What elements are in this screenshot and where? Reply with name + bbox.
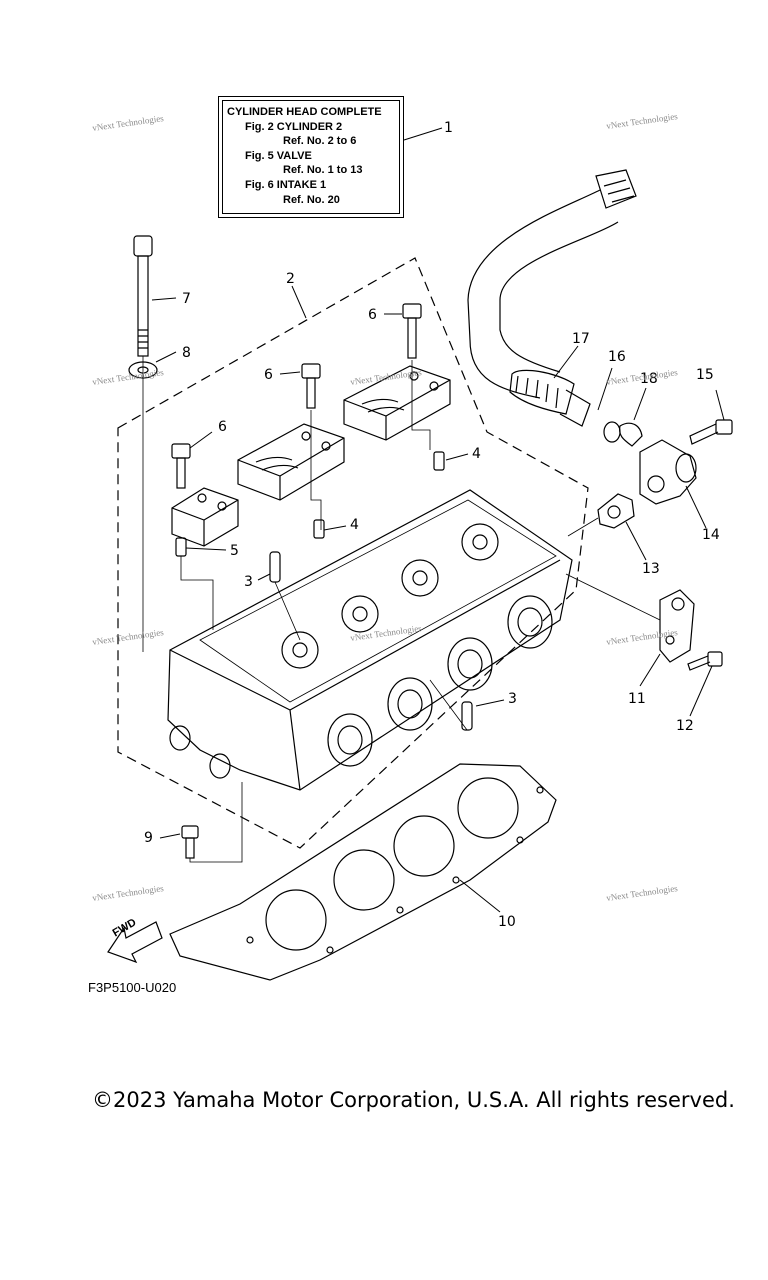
camshaft-cap-c [171, 487, 239, 547]
part-5-dowel [175, 537, 187, 557]
part-6-bolt-b [301, 363, 322, 530]
part-14-housing [639, 439, 697, 505]
part-9-bolt [181, 782, 243, 863]
part-18-clip [619, 422, 643, 447]
part-6-bolt-a [402, 303, 431, 450]
part-15-bolt [689, 419, 733, 445]
callout-11: 11 [628, 691, 646, 707]
part-8-washer [128, 361, 158, 379]
callout-13: 13 [642, 561, 660, 577]
callout-12: 12 [676, 718, 694, 734]
reference-fig-5: Fig. 5 VALVE [245, 149, 312, 162]
callout-9: 9 [144, 830, 153, 846]
part-13-sensor [567, 493, 635, 537]
callout-6c: 6 [218, 419, 227, 435]
callout-6a: 6 [368, 307, 377, 323]
callout-7: 7 [182, 291, 191, 307]
callout-5: 5 [230, 543, 239, 559]
reference-box-title: CYLINDER HEAD COMPLETE [227, 106, 382, 118]
part-3-pin-a [269, 551, 281, 583]
callout-17: 17 [572, 331, 590, 347]
reference-ref-5: Ref. No. 1 to 13 [283, 164, 363, 177]
fwd-arrow [107, 921, 163, 964]
part-17-hose [467, 169, 637, 427]
reference-fig-2: Fig. 2 CYLINDER 2 [245, 120, 343, 133]
callout-1: 1 [444, 120, 453, 136]
callout-18: 18 [640, 371, 658, 387]
callout-8: 8 [182, 345, 191, 361]
part-10-gasket [169, 763, 557, 981]
part-4-dowel-a [433, 451, 445, 471]
callout-4a: 4 [472, 446, 481, 462]
part-16-clamp [603, 421, 621, 443]
callout-6b: 6 [264, 367, 273, 383]
part-11-plate [565, 573, 695, 663]
reference-ref-2: Ref. No. 2 to 6 [283, 135, 357, 148]
callout-16: 16 [608, 349, 626, 365]
cylinder-head [167, 489, 573, 791]
callout-3a: 3 [244, 574, 253, 590]
leader-lines [151, 127, 725, 913]
reference-box: CYLINDER HEAD COMPLETE Fig. 2 CYLINDER 2… [218, 96, 404, 218]
part-4-dowel-b [313, 519, 325, 539]
reference-ref-6: Ref. No. 20 [283, 193, 340, 206]
part-7-bolt [133, 235, 153, 652]
camshaft-cap-a [343, 365, 451, 441]
part-12-bolt [687, 651, 723, 671]
callout-4b: 4 [350, 517, 359, 533]
copyright-notice: ©2023 Yamaha Motor Corporation, U.S.A. A… [92, 1088, 735, 1112]
callout-15: 15 [696, 367, 714, 383]
callout-2: 2 [286, 271, 295, 287]
assembly-boundary [117, 257, 589, 849]
camshaft-cap-b [237, 423, 345, 501]
diagram-code: F3P5100-U020 [88, 980, 177, 995]
callout-10: 10 [498, 914, 516, 930]
part-6-bolt-c [171, 443, 191, 489]
callout-14: 14 [702, 527, 720, 543]
callout-3b: 3 [508, 691, 517, 707]
reference-fig-6: Fig. 6 INTAKE 1 [245, 178, 327, 191]
